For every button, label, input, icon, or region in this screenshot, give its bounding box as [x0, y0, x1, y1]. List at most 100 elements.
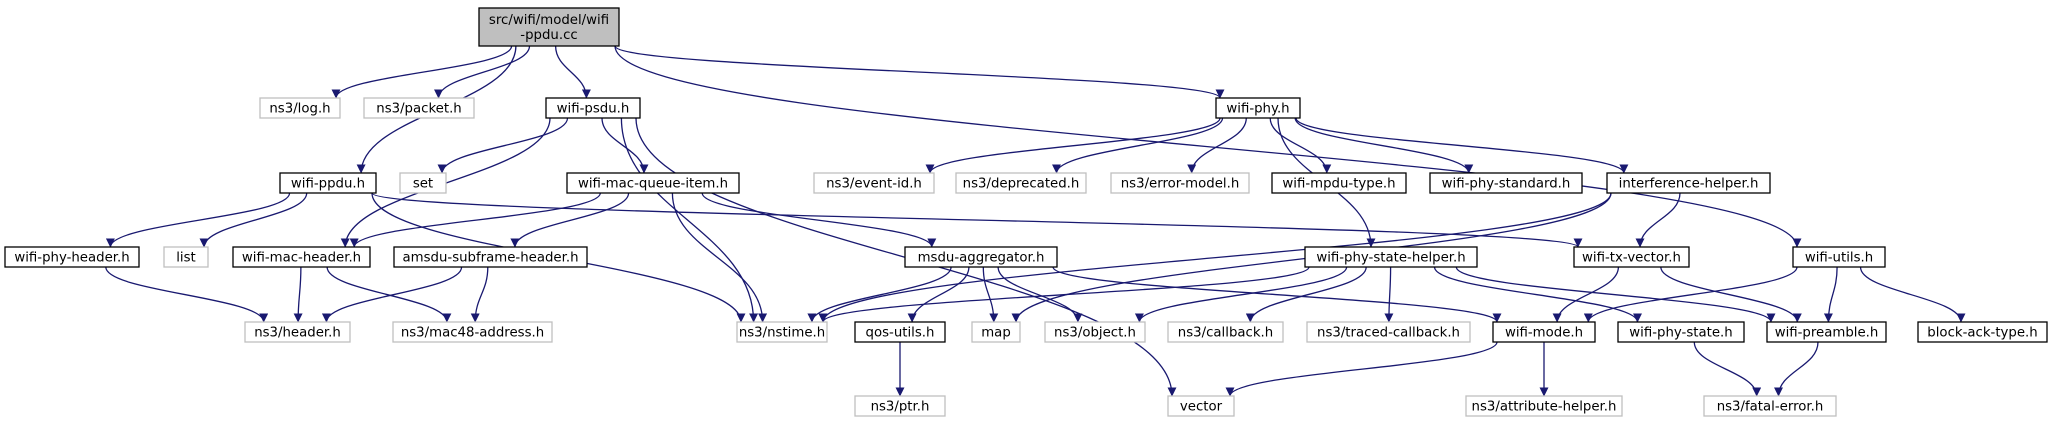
node-wifi-mac-queue-item-label: wifi-mac-queue-item.h	[578, 177, 728, 192]
node-amsdu-subframe-header[interactable]: amsdu-subframe-header.h	[393, 246, 588, 268]
node-ptr-box	[854, 395, 946, 417]
node-wifi-utils-box	[1792, 246, 1886, 268]
node-layer: src/wifi/model/wifi-ppdu.cc ns3/log.h ns3/…	[4, 7, 2048, 417]
edge-wifi-phy-state-helper-to-object	[1134, 266, 1348, 323]
node-wifi-mpdu-type[interactable]: wifi-mpdu-type.h	[1271, 172, 1407, 194]
node-log: ns3/log.h	[259, 97, 341, 119]
node-error-model-label: ns3/error-model.h	[1121, 177, 1240, 192]
node-msdu-aggregator[interactable]: msdu-aggregator.h	[904, 246, 1058, 268]
node-wifi-mac-queue-item[interactable]: wifi-mac-queue-item.h	[566, 172, 740, 194]
node-error-model-box	[1110, 172, 1250, 194]
node-wifi-phy[interactable]: wifi-phy.h	[1215, 97, 1301, 119]
node-wifi-phy-header[interactable]: wifi-phy-header.h	[4, 246, 140, 268]
node-wifi-preamble[interactable]: wifi-preamble.h	[1766, 321, 1887, 343]
node-msdu-aggregator-label: msdu-aggregator.h	[918, 251, 1045, 266]
node-traced-callback-box	[1306, 321, 1471, 343]
node-wifi-mac-header[interactable]: wifi-mac-header.h	[232, 246, 371, 268]
node-wifi-ppdu[interactable]: wifi-ppdu.h	[279, 172, 377, 194]
node-qos-utils-box	[854, 321, 946, 343]
node-wifi-psdu[interactable]: wifi-psdu.h	[545, 97, 641, 119]
edge-wifi-phy-to-wifi-mpdu-type	[1269, 117, 1332, 174]
edge-wifi-mac-queue-item-to-msdu-aggregator	[701, 192, 937, 248]
node-map-label: map	[981, 326, 1011, 341]
edge-root-to-packet	[434, 45, 531, 99]
node-list: list	[163, 246, 209, 268]
node-wifi-utils[interactable]: wifi-utils.h	[1792, 246, 1886, 268]
node-interference-helper-label: interference-helper.h	[1619, 177, 1759, 192]
node-wifi-phy-state-helper-label: wifi-phy-state-helper.h	[1316, 251, 1465, 266]
node-map: map	[971, 321, 1021, 343]
edge-amsdu-subframe-header-to-mac48-address	[470, 266, 489, 323]
node-set-label: set	[413, 177, 433, 192]
edge-wifi-phy-to-interference-helper	[1295, 117, 1629, 174]
node-mac48-address-box	[392, 321, 553, 343]
node-wifi-mode-box	[1492, 321, 1596, 343]
node-wifi-phy-box	[1215, 97, 1301, 119]
node-qos-utils[interactable]: qos-utils.h	[854, 321, 946, 343]
node-packet-label: ns3/packet.h	[376, 102, 461, 117]
node-wifi-phy-standard-label: wifi-phy-standard.h	[1442, 177, 1571, 192]
node-wifi-mac-header-box	[232, 246, 371, 268]
node-wifi-psdu-box	[545, 97, 641, 119]
node-wifi-psdu-label: wifi-psdu.h	[557, 102, 630, 117]
node-wifi-tx-vector-box	[1573, 246, 1690, 268]
node-wifi-mpdu-type-label: wifi-mpdu-type.h	[1282, 177, 1395, 192]
edge-wifi-psdu-to-set	[437, 117, 569, 174]
node-object: ns3/object.h	[1044, 321, 1146, 343]
edge-msdu-aggregator-to-wifi-mode	[1052, 266, 1502, 323]
node-fatal-error-label: ns3/fatal-error.h	[1717, 400, 1824, 415]
node-log-box	[259, 97, 341, 119]
edge-wifi-utils-to-block-ack-type	[1859, 266, 1966, 323]
edge-wifi-ppdu-to-wifi-phy-header	[105, 192, 291, 248]
node-packet-box	[363, 97, 475, 119]
edge-wifi-phy-to-error-model	[1187, 117, 1247, 174]
node-qos-utils-label: qos-utils.h	[866, 326, 935, 341]
node-wifi-mode[interactable]: wifi-mode.h	[1492, 321, 1596, 343]
node-event-id-box	[813, 172, 935, 194]
node-root[interactable]: src/wifi/model/wifi-ppdu.cc	[478, 7, 620, 47]
node-header-label: ns3/header.h	[254, 326, 341, 341]
node-attribute-helper: ns3/attribute-helper.h	[1465, 395, 1623, 417]
edge-wifi-mac-header-to-header	[293, 266, 303, 323]
edge-wifi-mac-queue-item-to-nstime	[671, 192, 768, 323]
node-traced-callback-label: ns3/traced-callback.h	[1317, 326, 1460, 341]
edge-wifi-phy-state-helper-to-wifi-phy-state	[1433, 266, 1642, 323]
edge-interference-helper-to-nstime	[818, 192, 1612, 323]
node-deprecated: ns3/deprecated.h	[955, 172, 1087, 194]
node-wifi-ppdu-box	[279, 172, 377, 194]
node-list-box	[163, 246, 209, 268]
node-amsdu-subframe-header-box	[393, 246, 588, 268]
node-wifi-tx-vector-label: wifi-tx-vector.h	[1582, 251, 1681, 266]
node-block-ack-type[interactable]: block-ack-type.h	[1917, 321, 2048, 343]
node-interference-helper[interactable]: interference-helper.h	[1606, 172, 1771, 194]
node-vector-box	[1167, 395, 1235, 417]
node-wifi-tx-vector[interactable]: wifi-tx-vector.h	[1573, 246, 1690, 268]
edge-wifi-psdu-to-nstime	[620, 117, 759, 323]
node-block-ack-type-label: block-ack-type.h	[1927, 326, 2037, 341]
node-attribute-helper-label: ns3/attribute-helper.h	[1472, 400, 1617, 415]
node-wifi-phy-state-helper[interactable]: wifi-phy-state-helper.h	[1304, 246, 1478, 268]
node-wifi-phy-header-label: wifi-phy-header.h	[14, 251, 129, 266]
node-fatal-error: ns3/fatal-error.h	[1703, 395, 1837, 417]
node-nstime-label: ns3/nstime.h	[739, 326, 825, 341]
node-amsdu-subframe-header-label: amsdu-subframe-header.h	[403, 251, 579, 266]
node-error-model: ns3/error-model.h	[1110, 172, 1250, 194]
edge-wifi-phy-to-deprecated	[1052, 117, 1224, 174]
edge-root-to-wifi-phy	[614, 45, 1225, 99]
edge-wifi-utils-to-wifi-mode	[1583, 266, 1798, 323]
node-mac48-address-label: ns3/mac48-address.h	[401, 326, 544, 341]
node-log-label: ns3/log.h	[269, 102, 330, 117]
node-wifi-phy-state[interactable]: wifi-phy-state.h	[1617, 321, 1745, 343]
node-attribute-helper-box	[1465, 395, 1623, 417]
node-wifi-phy-state-label: wifi-phy-state.h	[1629, 326, 1732, 341]
node-set-box	[399, 172, 447, 194]
node-wifi-mac-queue-item-box	[566, 172, 740, 194]
edge-wifi-ppdu-to-list	[199, 192, 308, 248]
node-wifi-phy-state-box	[1617, 321, 1745, 343]
node-set: set	[399, 172, 447, 194]
edge-layer	[105, 45, 1966, 397]
node-wifi-phy-standard[interactable]: wifi-phy-standard.h	[1429, 172, 1583, 194]
edge-wifi-phy-state-helper-to-nstime	[818, 266, 1310, 323]
node-map-box	[971, 321, 1021, 343]
